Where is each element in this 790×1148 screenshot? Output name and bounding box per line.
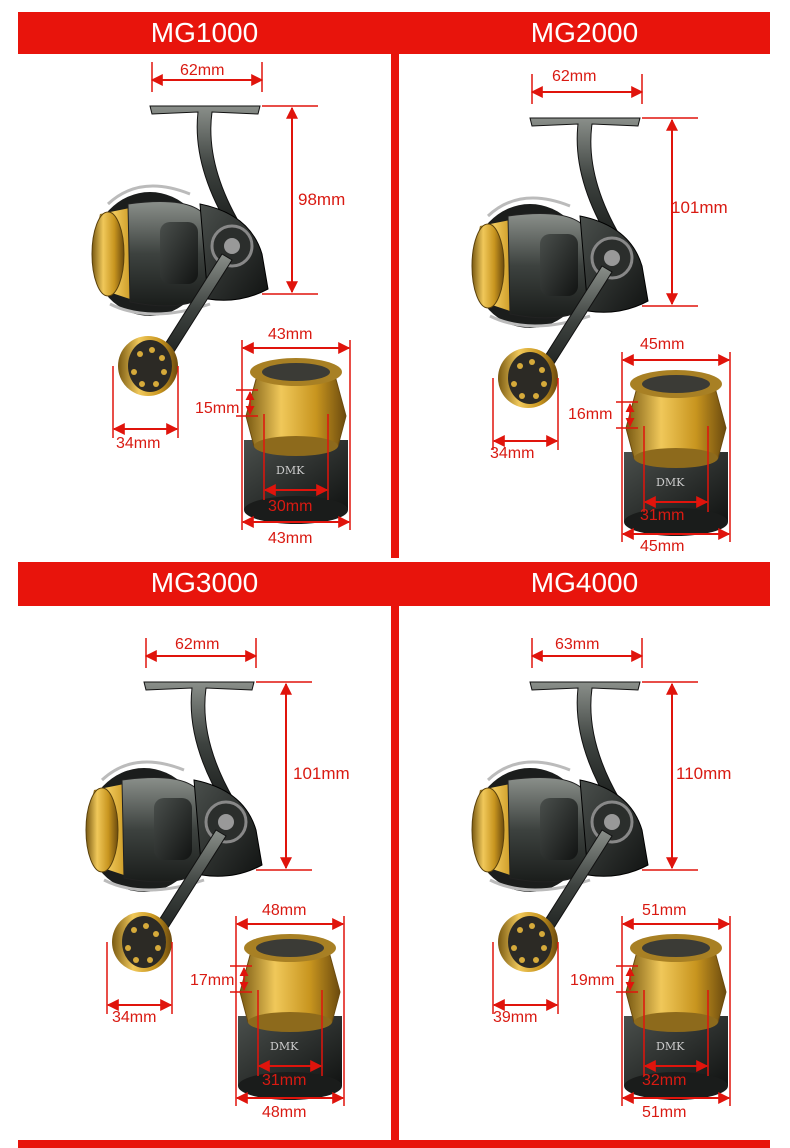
spool-top-label: 43mm <box>268 326 313 343</box>
model-title-mg3000: MG3000 <box>150 567 259 598</box>
reel-illustration <box>0 606 395 1136</box>
frame-divider-bottom <box>391 562 399 1148</box>
spool-depth-label: 15mm <box>195 400 240 417</box>
knob-width-label: 39mm <box>493 1009 538 1026</box>
spool-inner-label: 31mm <box>640 507 685 524</box>
panel-mg1000: 62mm 98mm 34mm 43mm 15mm 30mm 43mm <box>0 54 395 574</box>
model-title-mg1000: MG1000 <box>150 17 259 48</box>
reel-height-label: 110mm <box>676 764 732 783</box>
spool-inner-label: 30mm <box>268 498 313 515</box>
reel-illustration <box>380 54 775 564</box>
knob-width-label: 34mm <box>116 435 161 452</box>
reel-height-label: 98mm <box>298 190 346 209</box>
frame-bottom <box>18 1140 770 1148</box>
reel-height-label: 101mm <box>293 764 350 783</box>
reel-height-label: 101mm <box>671 198 728 217</box>
spool-depth-label: 16mm <box>568 406 613 423</box>
reel-illustration <box>0 54 395 564</box>
spool-bottom-label: 43mm <box>268 530 313 547</box>
panel-mg4000: 63mm 110mm 39mm 51mm 19mm 32mm 51mm <box>380 606 775 1126</box>
frame-divider-top <box>391 12 399 558</box>
spool-depth-label: 19mm <box>570 972 615 989</box>
model-title-mg4000: MG4000 <box>530 567 639 598</box>
handle-width-label: 63mm <box>555 636 600 653</box>
panel-mg2000: 62mm 101mm 34mm 45mm 16mm 31mm 45mm <box>380 54 775 574</box>
spool-inner-label: 32mm <box>642 1072 687 1089</box>
handle-width-label: 62mm <box>552 68 597 85</box>
spool-bottom-label: 48mm <box>262 1104 307 1121</box>
knob-width-label: 34mm <box>490 445 535 462</box>
spool-top-label: 51mm <box>642 902 687 919</box>
panel-mg3000: 62mm 101mm 34mm 48mm 17mm 31mm 48mm <box>0 606 395 1126</box>
handle-width-label: 62mm <box>180 62 225 79</box>
spool-top-label: 45mm <box>640 336 685 353</box>
reel-illustration <box>380 606 775 1136</box>
model-title-mg2000: MG2000 <box>530 17 639 48</box>
spool-depth-label: 17mm <box>190 972 235 989</box>
spool-bottom-label: 45mm <box>640 538 685 555</box>
spool-bottom-label: 51mm <box>642 1104 687 1121</box>
knob-width-label: 34mm <box>112 1009 157 1026</box>
spool-inner-label: 31mm <box>262 1072 307 1089</box>
spool-top-label: 48mm <box>262 902 307 919</box>
handle-width-label: 62mm <box>175 636 220 653</box>
